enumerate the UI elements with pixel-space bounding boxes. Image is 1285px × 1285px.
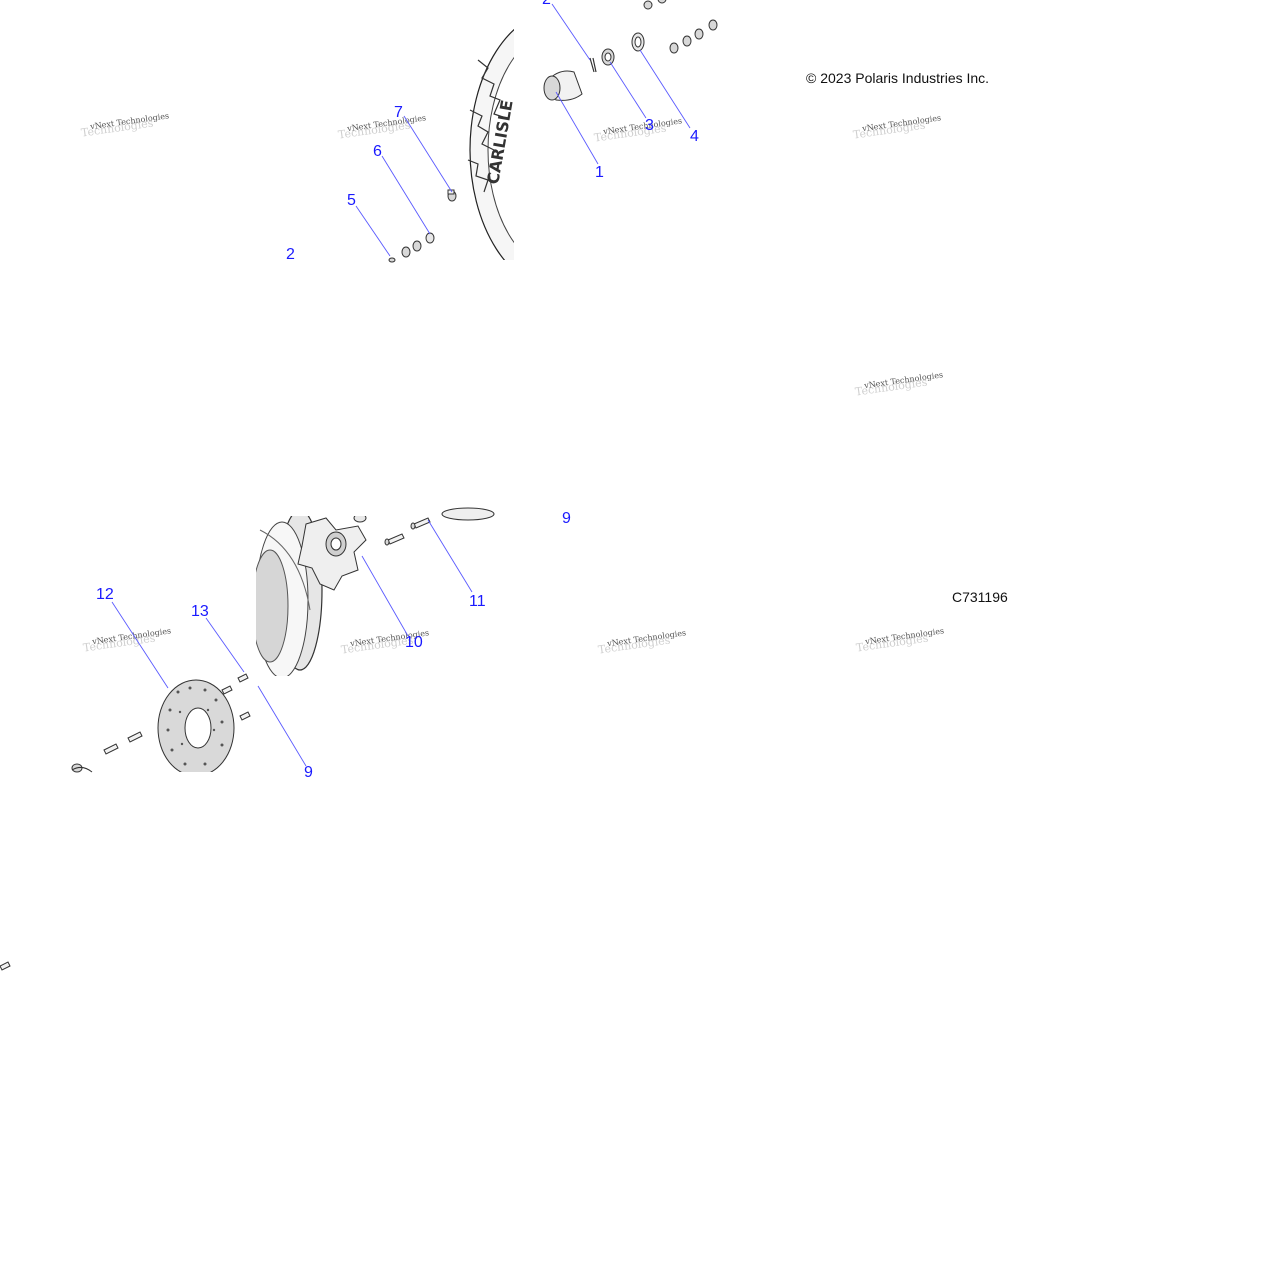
leader-2 [551, 3, 591, 61]
watermark: Technologies vNext Technologies [852, 113, 941, 141]
hub-part [297, 516, 367, 591]
callout-10: 10 [405, 634, 423, 651]
callout-2b: 2 [286, 246, 295, 263]
callout-7: 7 [394, 104, 403, 121]
rotor-bolts-part [103, 673, 251, 755]
callout-12: 12 [96, 586, 114, 603]
drawing-id: C731196 [952, 589, 1008, 605]
callout-1: 1 [595, 164, 604, 181]
watermark: Technologies vNext Technologies [593, 116, 682, 144]
callout-5: 5 [347, 192, 356, 209]
leader-13 [205, 617, 245, 673]
leader-12 [111, 601, 169, 689]
leader-7 [403, 115, 453, 193]
watermark: Technologies vNext Technologies [854, 370, 943, 398]
wheel-studs-part [384, 517, 431, 546]
cotter-pin-part [589, 57, 597, 73]
watermark: Technologies vNext Technologies [337, 113, 426, 141]
leader-4 [639, 49, 691, 129]
lug-nuts-part [643, 0, 718, 54]
callout-8: 9 [304, 764, 313, 781]
leader-11 [427, 519, 473, 593]
leader-6 [381, 155, 431, 235]
castle-nut-part [601, 48, 615, 66]
watermark: Technologies vNext Technologies [80, 111, 169, 139]
callout-9: 9 [562, 510, 571, 527]
callout-2: 2 [542, 0, 551, 8]
watermark: Technologies vNext Technologies [597, 628, 686, 656]
callout-6: 6 [373, 143, 382, 160]
callout-11: 11 [469, 593, 486, 610]
caliper-fragment-part [71, 763, 93, 773]
brake-rotor-part [157, 679, 235, 772]
valve-cap-part [543, 70, 583, 101]
washer-part [631, 32, 645, 52]
callout-4: 4 [690, 128, 699, 145]
washer-small-part [425, 232, 435, 244]
watermark: Technologies vNext Technologies [82, 626, 171, 654]
rotor-holes [166, 686, 224, 766]
callout-13: 13 [191, 603, 209, 620]
watermark: Technologies vNext Technologies [855, 626, 944, 654]
leader-10 [361, 555, 409, 637]
leader-5 [355, 205, 391, 257]
tire-graphic: CARLISLE [467, 28, 514, 260]
nut-small-part [388, 240, 422, 263]
screw-fragment-part [0, 961, 11, 971]
leader-8 [257, 685, 307, 767]
leader-3 [609, 61, 647, 119]
copyright-text: © 2023 Polaris Industries Inc. [806, 70, 989, 86]
drum-edge-part [441, 507, 495, 521]
leader-1 [555, 91, 599, 165]
callout-3: 3 [645, 117, 654, 134]
